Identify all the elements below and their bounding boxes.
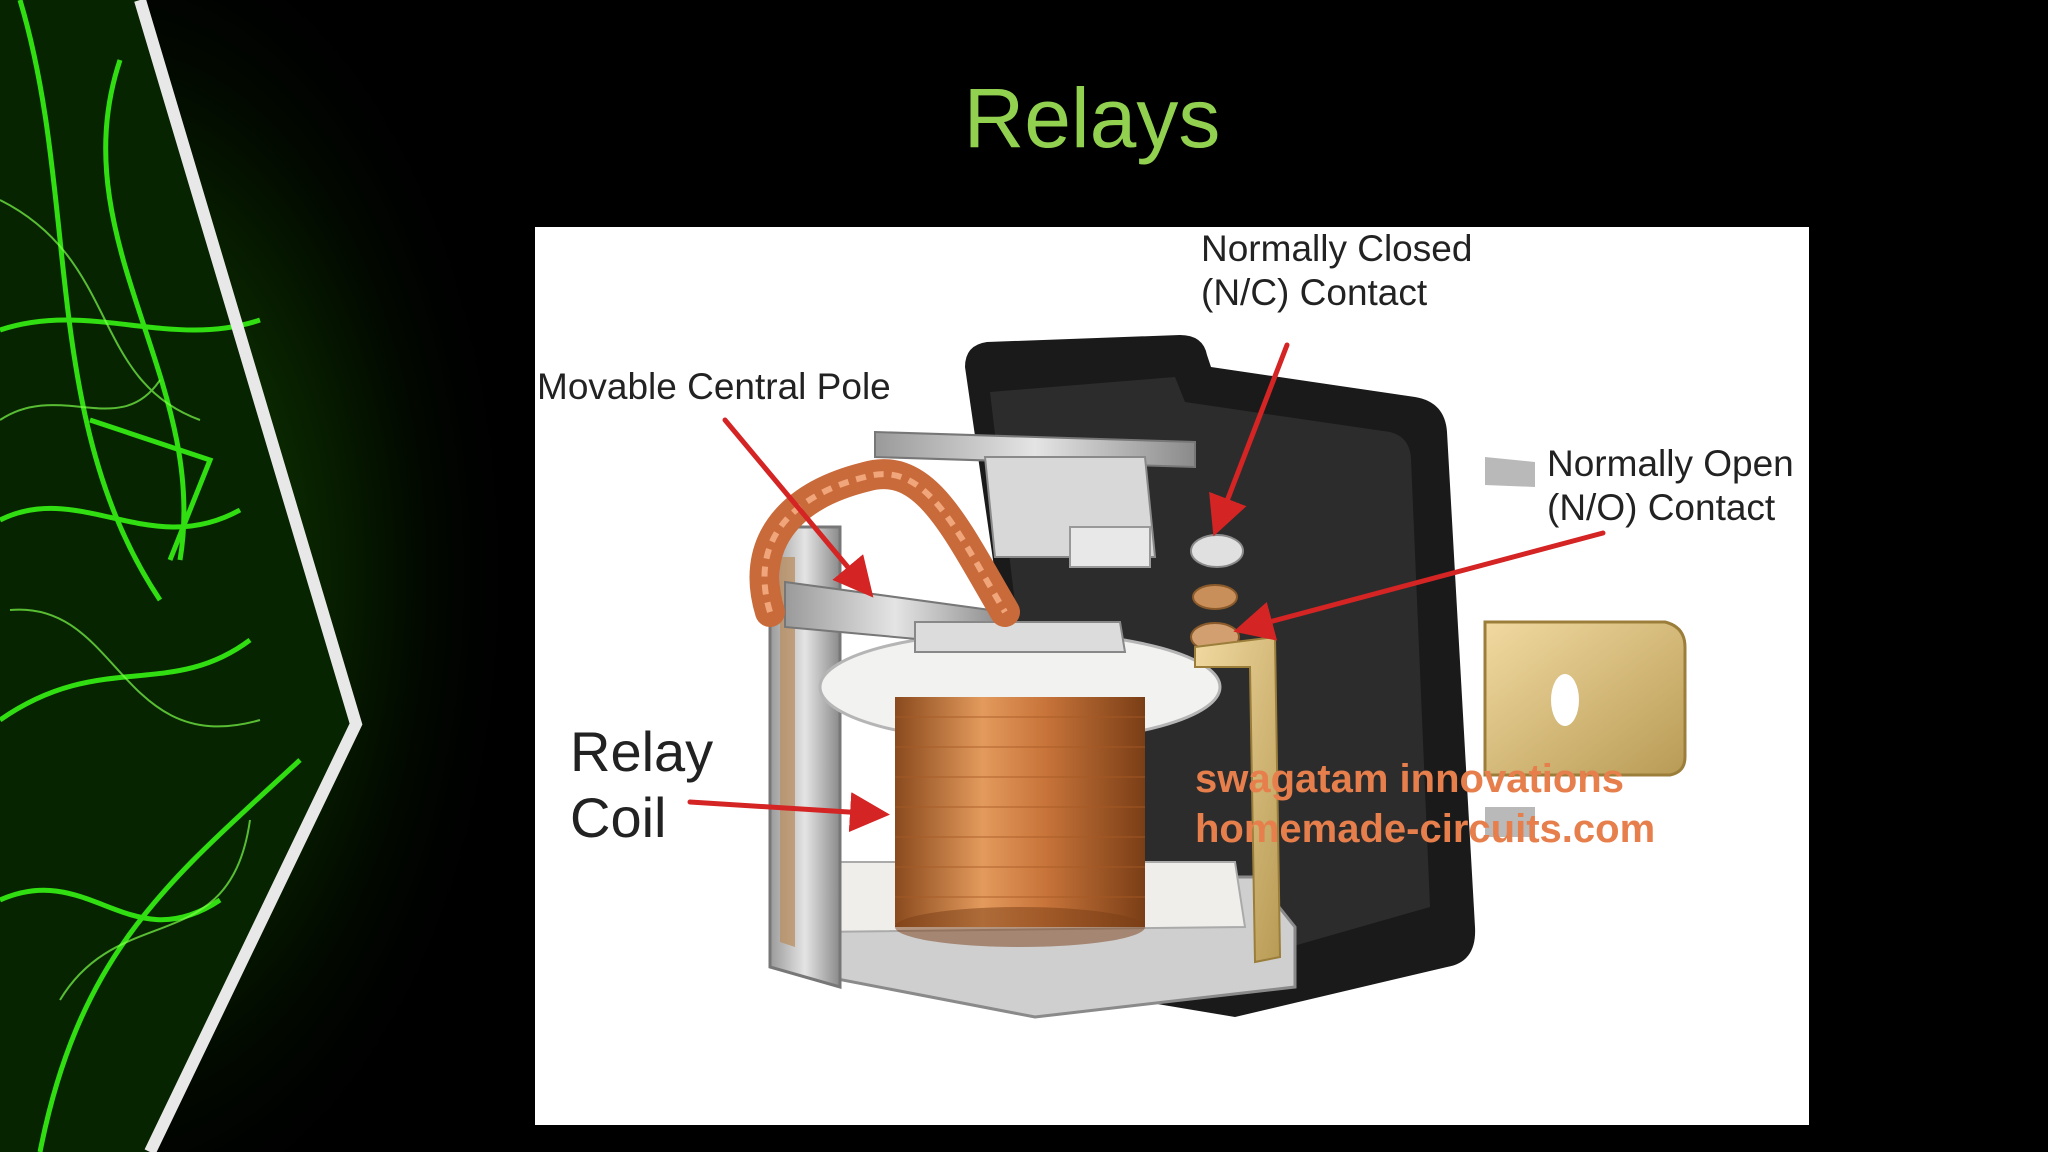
label-normally-closed-line1: Normally Closed (1201, 228, 1473, 269)
label-relay-coil-line1: Relay (570, 720, 714, 783)
label-normally-open-line2: (N/O) Contact (1547, 487, 1776, 528)
label-normally-closed-line2: (N/C) Contact (1201, 272, 1428, 313)
watermark-line2: homemade-circuits.com (1195, 807, 1656, 851)
slide-title: Relays (963, 71, 1221, 165)
relay-illustration (687, 335, 1687, 1019)
label-normally-open-line1: Normally Open (1547, 443, 1794, 484)
watermark-line1: swagatam innovations (1195, 757, 1624, 801)
relay-photo: Normally Closed (N/C) Contact Movable Ce… (535, 227, 1809, 1125)
label-movable-central-pole: Movable Central Pole (537, 366, 891, 407)
label-relay-coil-line2: Coil (570, 786, 667, 849)
